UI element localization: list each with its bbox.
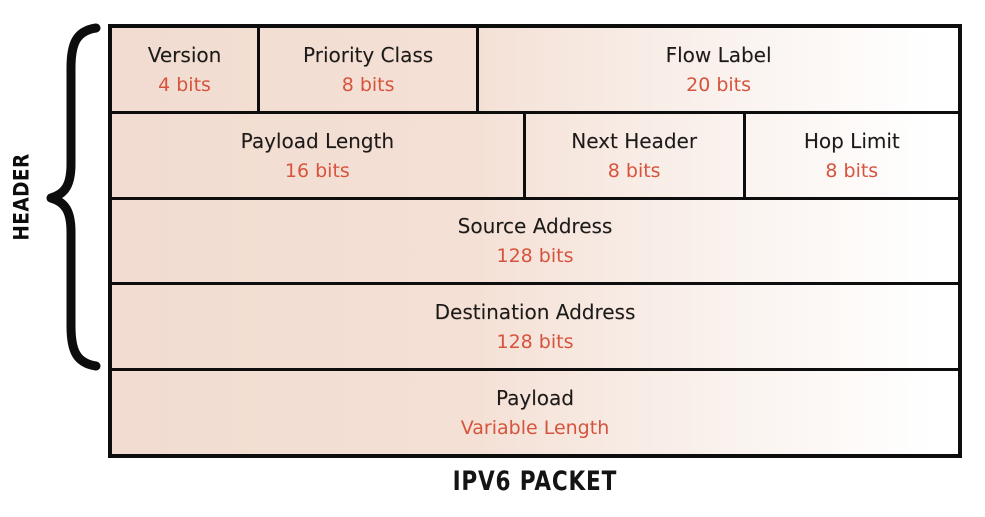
field-size: 8 bits — [607, 159, 661, 182]
header-label: HEADER — [10, 153, 34, 241]
field-name: Source Address — [457, 214, 613, 239]
diagram-title-container: IPV6 PACKET — [108, 466, 962, 497]
field-destination-address: Destination Address 128 bits — [112, 285, 958, 368]
field-size: Variable Length — [460, 417, 610, 440]
field-size: 8 bits — [825, 159, 879, 182]
field-priority-class: Priority Class 8 bits — [260, 28, 480, 111]
field-size: 16 bits — [284, 159, 350, 182]
field-name: Priority Class — [303, 42, 434, 67]
field-name: Payload — [496, 386, 574, 411]
packet-row-3: Source Address 128 bits — [112, 200, 958, 286]
packet-row-4: Destination Address 128 bits — [112, 285, 958, 372]
field-size: 128 bits — [496, 245, 574, 268]
field-name: Version — [147, 42, 222, 67]
packet-row-1: Version 4 bits Priority Class 8 bits Flo… — [112, 28, 958, 114]
field-name: Destination Address — [434, 300, 636, 325]
diagram-title: IPV6 PACKET — [452, 466, 618, 497]
field-flow-label: Flow Label 20 bits — [479, 28, 958, 111]
header-brace-icon — [46, 23, 101, 371]
field-payload-length: Payload Length 16 bits — [112, 113, 526, 197]
field-payload: Payload Variable Length — [112, 371, 958, 454]
field-name: Next Header — [571, 128, 698, 153]
field-size: 4 bits — [158, 73, 211, 96]
field-version: Version 4 bits — [112, 28, 261, 111]
packet-table: Version 4 bits Priority Class 8 bits Flo… — [108, 24, 962, 458]
field-next-header: Next Header 8 bits — [526, 113, 746, 197]
packet-row-2: Payload Length 16 bits Next Header 8 bit… — [112, 113, 958, 200]
field-size: 8 bits — [341, 73, 395, 96]
field-hop-limit: Hop Limit 8 bits — [746, 114, 958, 197]
field-name: Payload Length — [240, 128, 395, 153]
packet-row-5: Payload Variable Length — [112, 371, 958, 454]
field-source-address: Source Address 128 bits — [112, 200, 958, 283]
field-name: Flow Label — [665, 42, 772, 67]
header-label-container: HEADER — [0, 97, 44, 297]
field-name: Hop Limit — [803, 128, 900, 153]
field-size: 128 bits — [496, 331, 574, 354]
field-size: 20 bits — [686, 73, 752, 96]
